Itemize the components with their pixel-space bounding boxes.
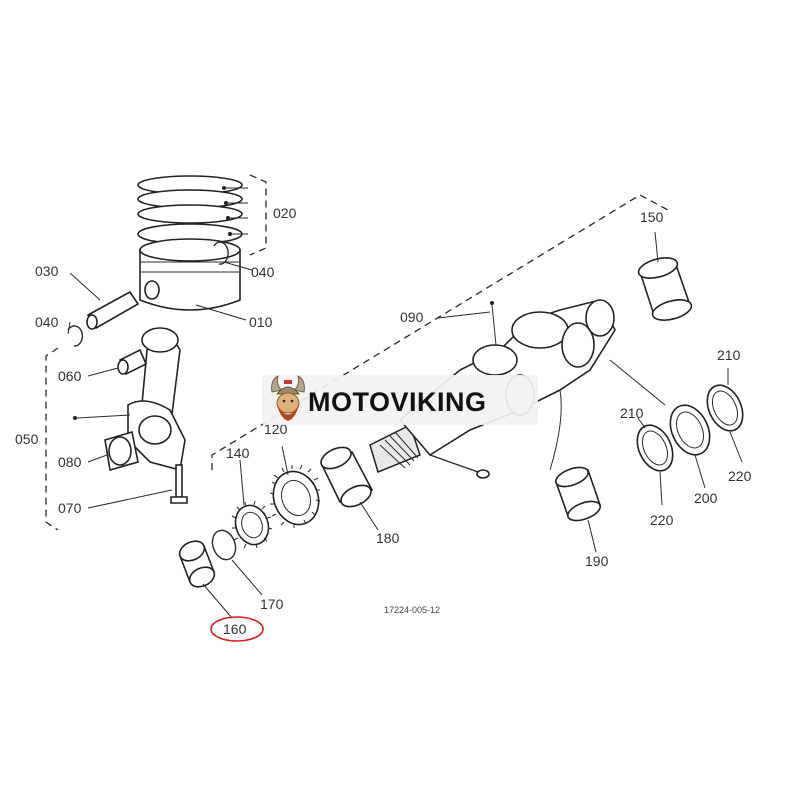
drawing-number: 17224-005-12 bbox=[384, 605, 440, 615]
crankshaft-key bbox=[429, 454, 490, 479]
small-end-bushing bbox=[117, 348, 148, 376]
label-040-right: 040 bbox=[251, 264, 275, 280]
viking-helmet-icon bbox=[271, 375, 305, 421]
label-020: 020 bbox=[273, 205, 297, 221]
label-140: 140 bbox=[226, 445, 250, 461]
rod-bolt bbox=[170, 464, 188, 504]
label-170: 170 bbox=[260, 596, 284, 612]
label-050: 050 bbox=[15, 431, 39, 447]
label-190: 190 bbox=[585, 553, 609, 569]
crankshaft-bearing-150 bbox=[637, 257, 693, 321]
crankshaft-assembly-bracket bbox=[211, 194, 669, 470]
label-210-right: 210 bbox=[717, 347, 741, 363]
thrust-washer-210-left bbox=[636, 424, 674, 472]
label-090: 090 bbox=[400, 309, 424, 325]
collar-160 bbox=[178, 540, 216, 588]
watermark: MOTOVIKING bbox=[262, 375, 538, 425]
label-210-left: 210 bbox=[620, 405, 644, 421]
crank-gear-120 bbox=[269, 464, 321, 528]
ring-set-bracket bbox=[222, 174, 267, 256]
main-bearing-190 bbox=[554, 466, 602, 522]
piston bbox=[139, 238, 241, 311]
label-060: 060 bbox=[58, 368, 82, 384]
thrust-washer-210-right bbox=[706, 384, 744, 432]
label-160: 160 bbox=[223, 621, 247, 637]
rod-bearing bbox=[104, 430, 139, 472]
highlight-circle-160 bbox=[210, 616, 264, 642]
label-220-right: 220 bbox=[728, 468, 752, 484]
rod-assembly-bracket bbox=[45, 347, 59, 531]
piston-rings bbox=[137, 175, 243, 245]
label-070: 070 bbox=[58, 500, 82, 516]
connecting-rod bbox=[127, 327, 186, 471]
o-ring-170 bbox=[211, 529, 237, 561]
bearing-180 bbox=[320, 446, 374, 508]
label-080: 080 bbox=[58, 454, 82, 470]
label-220-left: 220 bbox=[650, 512, 674, 528]
bearing-200 bbox=[669, 404, 711, 456]
label-150: 150 bbox=[640, 209, 664, 225]
label-030: 030 bbox=[35, 263, 59, 279]
label-040-left: 040 bbox=[35, 314, 59, 330]
label-200: 200 bbox=[694, 490, 718, 506]
brand-text: MOTOVIKING bbox=[308, 387, 487, 417]
snap-rings bbox=[67, 241, 229, 347]
label-010: 010 bbox=[249, 314, 273, 330]
part-labels: 020 030 040 040 010 090 060 050 080 070 … bbox=[15, 205, 752, 637]
rod-assembly-dot bbox=[73, 416, 77, 420]
label-180: 180 bbox=[376, 530, 400, 546]
gear-140 bbox=[231, 500, 273, 549]
piston-pin bbox=[86, 290, 140, 330]
